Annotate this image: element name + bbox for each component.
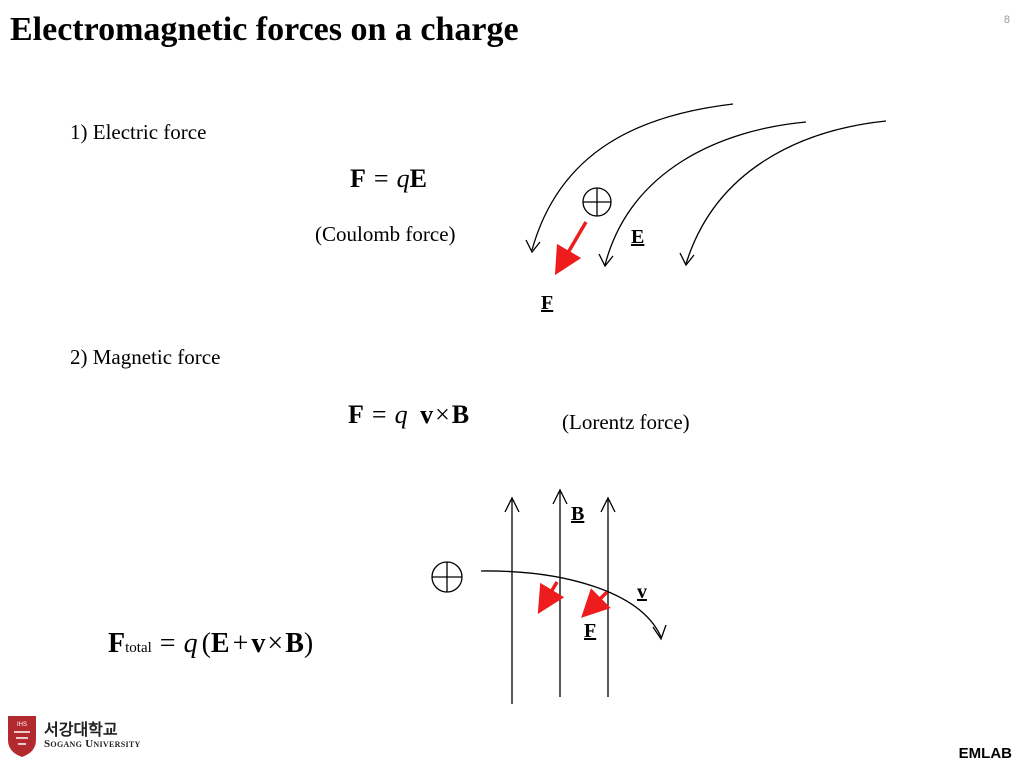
electric-field-label: E <box>631 226 645 248</box>
eq-open-paren: ( <box>201 628 211 659</box>
eq-cross: × <box>435 400 450 429</box>
eq-force-symbol: F <box>108 628 126 659</box>
field-line-arrow-icon <box>604 121 807 266</box>
eq-close-paren: ) <box>303 628 314 659</box>
magnetic-force-arrow <box>537 581 565 615</box>
university-seal-icon: IHS <box>8 716 36 757</box>
eq-magnetic-field-symbol: B <box>451 400 470 429</box>
eq-equals: = <box>373 164 389 193</box>
field-line-arrow-icon <box>531 103 734 251</box>
slide-title: Electromagnetic forces on a charge <box>10 11 519 48</box>
magnetic-field-label: B <box>571 503 585 525</box>
eq-plus: + <box>232 628 249 659</box>
magnetic-force-label: F <box>584 620 597 642</box>
positive-charge-icon <box>431 561 463 593</box>
eq-velocity-symbol: v <box>420 400 434 429</box>
eq-magnetic-field-symbol: B <box>285 628 304 659</box>
charge-trajectory <box>480 570 662 638</box>
eq-charge-symbol: q <box>396 164 410 193</box>
magnetic-force-arrow <box>581 588 611 618</box>
university-logo: IHS 서강대학교 Sogang University <box>6 714 166 760</box>
eq-velocity-symbol: v <box>251 628 266 659</box>
eq-force-symbol: F <box>350 164 366 193</box>
coulomb-force-name: (Coulomb force) <box>315 222 456 246</box>
eq-charge-symbol: q <box>394 400 408 429</box>
eq-charge-symbol: q <box>183 628 198 659</box>
page-number: 8 <box>1003 14 1010 26</box>
electric-force-label: F <box>541 292 554 314</box>
lorentz-force-name: (Lorentz force) <box>562 410 690 434</box>
lorentz-equation: F=q v×B <box>348 400 469 430</box>
university-name-english: Sogang University <box>44 738 141 750</box>
svg-text:IHS: IHS <box>17 722 27 728</box>
velocity-label: v <box>637 581 647 603</box>
eq-equals: = <box>371 400 387 429</box>
electric-field-lines <box>525 103 887 268</box>
electric-force-arrow <box>554 221 588 276</box>
eq-cross: × <box>267 628 284 659</box>
university-name-korean: 서강대학교 <box>44 720 118 739</box>
magnetic-force-heading: 2) Magnetic force <box>70 345 221 369</box>
total-force-equation: Ftotal =q(E+v×B) <box>108 628 313 660</box>
magnetic-field-lines <box>504 488 616 704</box>
electric-force-heading: 1) Electric force <box>70 120 207 144</box>
eq-field-symbol: E <box>210 628 230 659</box>
eq-subscript-total: total <box>125 640 152 656</box>
eq-field-symbol: E <box>409 164 427 193</box>
field-line-arrow-icon <box>685 120 887 265</box>
positive-charge-icon <box>582 187 612 217</box>
lab-name: EMLAB <box>958 745 1012 762</box>
coulomb-equation: F=qE <box>350 164 427 194</box>
eq-equals: = <box>159 628 176 659</box>
eq-force-symbol: F <box>348 400 364 429</box>
